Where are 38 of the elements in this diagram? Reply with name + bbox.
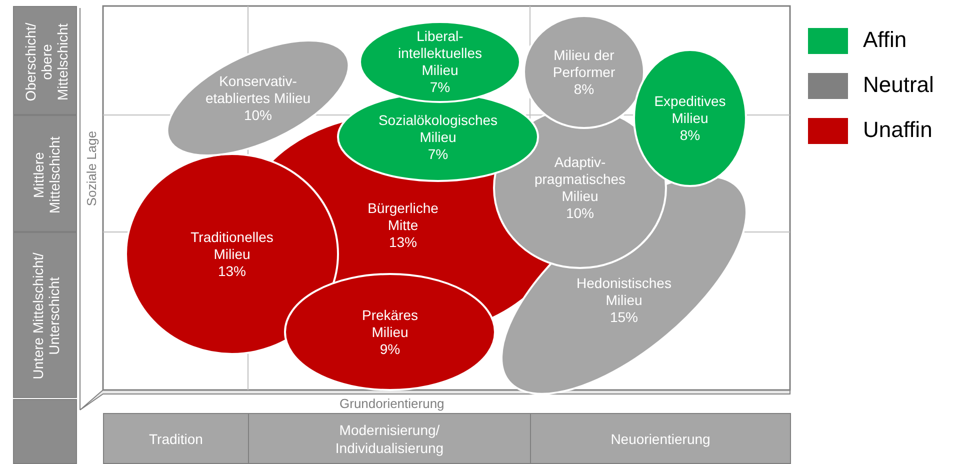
corner-panel bbox=[13, 399, 77, 464]
percentage-label: 10% bbox=[564, 205, 596, 222]
milieu-name: Liberal-intellektuelles Milieu bbox=[396, 28, 484, 79]
row-label: Untere Mittelschicht/ Unterschicht bbox=[30, 252, 62, 382]
column-label: Neuorientierung bbox=[610, 430, 710, 448]
legend-label: Neutral bbox=[863, 72, 934, 98]
row-header bbox=[13, 115, 77, 232]
axis-title: Soziale Lage bbox=[84, 130, 99, 206]
percentage-label: 8% bbox=[572, 80, 596, 98]
milieu-name: Hedonistisches Milieu bbox=[576, 274, 672, 308]
row-header bbox=[13, 6, 77, 115]
column-label: Modernisierung/ Individualisierung bbox=[334, 420, 445, 456]
milieu-name: Sozialökologisches Milieu bbox=[377, 112, 499, 146]
legend-label: Unaffin bbox=[863, 117, 932, 143]
milieu-name: Milieu der Performer bbox=[552, 46, 616, 80]
legend-label: Affin bbox=[863, 27, 907, 53]
row-label: Oberschicht/ obere Mittelschicht bbox=[22, 21, 70, 103]
milieu-name: Konservativ-etabliertes Milieu bbox=[204, 72, 312, 106]
percentage-label: 8% bbox=[678, 126, 702, 144]
milieu-name: Traditionelles Milieu bbox=[190, 228, 274, 262]
milieu-name: Expeditives Milieu bbox=[653, 92, 727, 126]
column-header bbox=[248, 413, 531, 464]
milieu-name: Bürgerliche Mitte bbox=[366, 200, 440, 234]
row-header bbox=[13, 232, 77, 398]
percentage-label: 9% bbox=[378, 340, 402, 358]
percentage-label: 7% bbox=[428, 79, 452, 96]
percentage-label: 13% bbox=[388, 234, 418, 250]
column-header bbox=[530, 413, 791, 464]
column-header bbox=[103, 413, 249, 464]
milieu-name: Adaptiv-pragmatisches Milieu bbox=[533, 154, 627, 205]
row-label: Mittlere Mittelschicht bbox=[30, 134, 62, 216]
milieu-name: Prekäres Milieu bbox=[360, 306, 420, 340]
percentage-label: 13% bbox=[216, 262, 248, 280]
percentage-label: 10% bbox=[242, 106, 274, 124]
axis-title: Grundorientierung bbox=[340, 396, 444, 410]
percentage-label: 15% bbox=[608, 308, 640, 326]
percentage-label: 7% bbox=[426, 146, 450, 162]
column-label: Tradition bbox=[149, 430, 203, 448]
